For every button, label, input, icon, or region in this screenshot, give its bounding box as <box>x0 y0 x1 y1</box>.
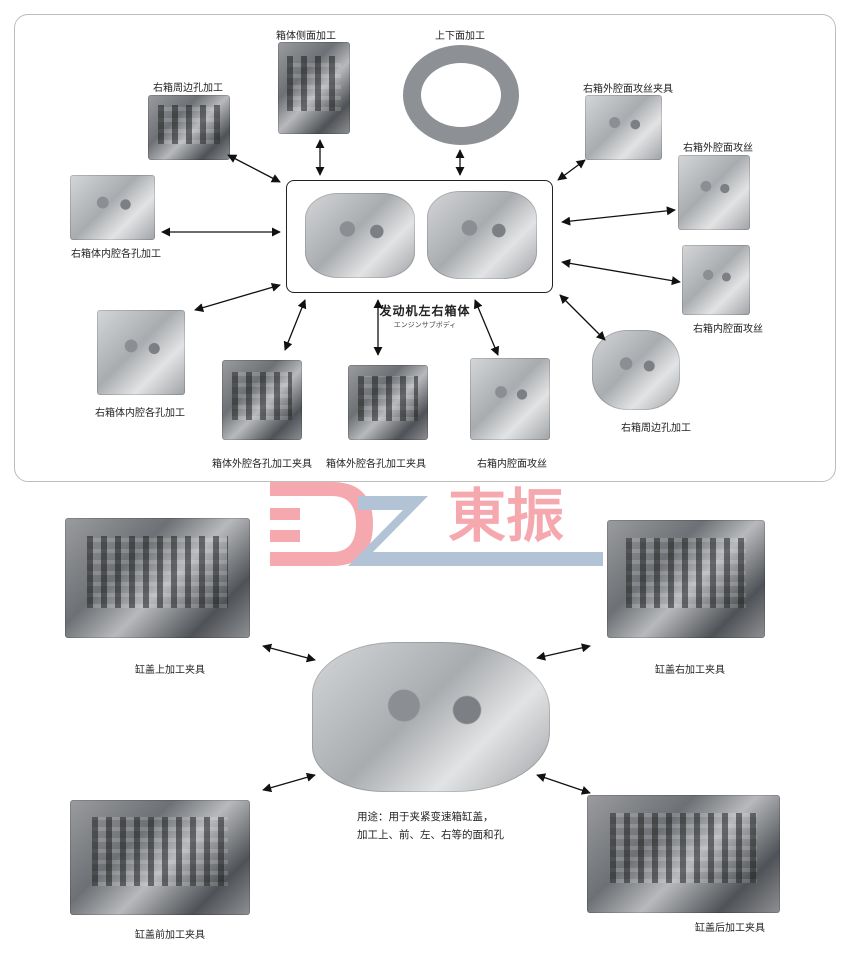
svg-text:東振: 東振 <box>448 482 564 550</box>
arrow <box>561 206 676 226</box>
arrow <box>262 772 316 793</box>
fixture-photo-cover-top <box>65 518 250 638</box>
fixture-photo-right-perimeter-holes-2 <box>592 330 680 410</box>
fixture-label: 缸盖后加工夹具 <box>695 923 765 934</box>
arrow <box>536 643 591 661</box>
fixture-label: 缸盖右加工夹具 <box>655 665 725 676</box>
fixture-label: 上下面加工 <box>435 31 485 42</box>
arrow <box>536 773 591 795</box>
arrow <box>557 159 586 181</box>
fixture-label: 缸盖上加工夹具 <box>135 665 205 676</box>
arrow <box>227 154 281 183</box>
top-section-frame <box>14 14 836 482</box>
fixture-photo-side-machining <box>278 42 350 134</box>
arrow <box>473 299 500 356</box>
arrow <box>194 282 281 313</box>
fixture-label: 缸盖前加工夹具 <box>135 930 205 941</box>
right-case-photo <box>427 191 537 279</box>
center-subtitle: エンジンサブボディ <box>393 321 457 329</box>
fixture-photo-right-perimeter-holes <box>148 95 230 160</box>
fixture-photo-right-inner-holes-2 <box>97 310 185 395</box>
fixture-photo-cover-front <box>70 800 250 915</box>
fixture-label: 箱体侧面加工 <box>276 31 336 42</box>
arrow <box>283 299 307 351</box>
dz-watermark-logo: 東振 <box>270 482 603 566</box>
fixture-label: 右箱内腔面攻丝 <box>477 459 547 470</box>
fixture-photo-outer-holes-fixture <box>222 360 302 440</box>
fixture-photo-cover-rear <box>587 795 780 913</box>
fixture-label: 右箱周边孔加工 <box>621 423 691 434</box>
fixture-photo-cover-right <box>607 520 765 638</box>
fixture-label: 箱体外腔各孔加工夹具 <box>212 459 312 470</box>
fixture-label: 右箱内腔面攻丝 <box>693 324 763 335</box>
fixture-label: 右箱周边孔加工 <box>153 83 223 94</box>
left-case-photo <box>305 193 415 278</box>
center-title: 发动机左右箱体 <box>379 304 471 318</box>
transmission-cover-photo <box>312 642 550 792</box>
fixture-label: 右箱体内腔各孔加工 <box>71 249 161 260</box>
fixture-label: 右箱体内腔各孔加工 <box>95 408 185 419</box>
usage-line-1: 用途：用于夹紧变速箱缸盖， <box>357 811 494 823</box>
arrow <box>559 294 606 341</box>
fixture-label: 右箱外腔面攻丝 <box>683 143 753 154</box>
fixture-label: 箱体外腔各孔加工夹具 <box>326 459 426 470</box>
fixture-photo-right-inner-holes <box>70 175 155 240</box>
fixture-photo-right-outer-tapping-fixture <box>585 95 662 160</box>
fixture-photo-outer-holes-fixture-2 <box>348 365 428 440</box>
arrow <box>262 643 316 663</box>
fixture-photo-right-inner-tapping-2 <box>470 358 550 440</box>
usage-note: 用途：用于夹紧变速箱缸盖， 加工上、前、左、右等的面和孔 <box>357 808 504 844</box>
usage-line-2: 加工上、前、左、右等的面和孔 <box>357 829 504 841</box>
fixture-photo-right-inner-tapping <box>682 245 750 315</box>
fixture-label: 右箱外腔面攻丝夹具 <box>583 84 673 95</box>
arrow <box>561 258 681 286</box>
engine-case-box <box>286 180 553 293</box>
fixture-photo-right-outer-tapping <box>678 155 750 230</box>
